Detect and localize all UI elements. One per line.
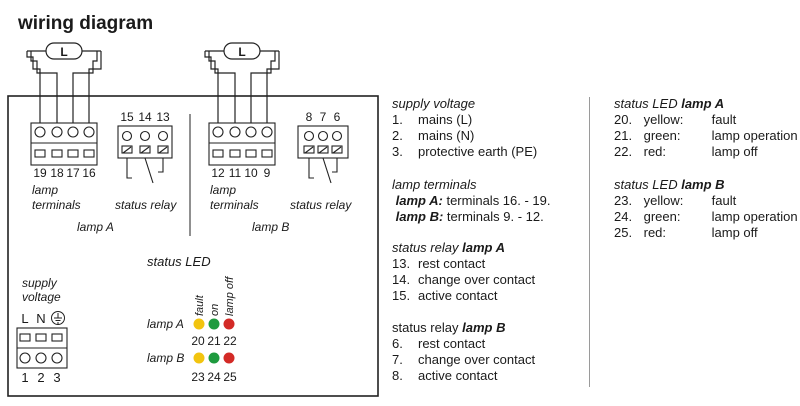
lamp-b-name: lamp B <box>252 220 289 234</box>
relay-14: 14 <box>138 110 152 124</box>
terminal-17: 17 <box>66 166 80 180</box>
led-21-green <box>208 318 220 330</box>
legend-heading: supply voltage <box>392 96 476 111</box>
led-number-25: 25 <box>223 370 237 384</box>
lamp-a-wiring <box>26 42 102 123</box>
terminal-10: 10 <box>244 166 258 180</box>
legend-heading: status relay lamp B <box>392 320 506 335</box>
legend-heading: status LED lamp B <box>614 177 725 192</box>
legend-item: 24. green:lamp operation <box>614 209 798 224</box>
led-number-24: 24 <box>207 370 221 384</box>
lamp-a-name: lamp A <box>77 220 114 234</box>
legend-item: 2.mains (N) <box>392 128 475 143</box>
lamp-b-status-relay-block <box>297 125 349 184</box>
legend-item: 8.active contact <box>392 368 498 383</box>
lamp-a-relay-caption: status relay <box>115 198 177 212</box>
lamp-b-wiring <box>204 42 280 123</box>
led-25-red <box>223 352 235 364</box>
led-row-b-label: lamp B <box>147 351 184 365</box>
legend-item: 20. yellow:fault <box>614 112 737 127</box>
lamp-b-terminals-caption-2: terminals <box>210 198 259 212</box>
supply-terminal-block <box>16 327 68 369</box>
led-number-20: 20 <box>191 334 205 348</box>
led-number-23: 23 <box>191 370 205 384</box>
legend-heading: lamp terminals <box>392 177 477 192</box>
legend-status-led-b: status LED lamp B 23. yellow:fault 24. g… <box>614 177 798 241</box>
supply-terminal-3: 3 <box>53 370 60 385</box>
led-column-fault: fault <box>194 294 206 316</box>
supply-caption-2: voltage <box>22 290 61 304</box>
terminal-18: 18 <box>50 166 64 180</box>
legend-heading: status relay lamp A <box>392 240 505 255</box>
led-24-green <box>208 352 220 364</box>
relay-7: 7 <box>320 110 327 124</box>
legend-item: 23. yellow:fault <box>614 193 737 208</box>
lamp-a-terminal-block <box>30 122 98 166</box>
legend-item: 14.change over contact <box>392 272 536 287</box>
lamp-a-symbol: L <box>60 45 67 59</box>
led-column-lamp-off: lamp off <box>224 276 236 316</box>
legend-item: lamp B: terminals 9. - 12. <box>395 209 544 224</box>
terminal-19: 19 <box>33 166 47 180</box>
legend-item: 25. red:lamp off <box>614 225 758 240</box>
terminal-9: 9 <box>264 166 271 180</box>
lamp-a-status-relay-block <box>117 125 173 184</box>
lamp-b-terminals-caption-1: lamp <box>210 183 236 197</box>
led-22-red <box>223 318 235 330</box>
legend-item: lamp A: terminals 16. - 19. <box>395 193 551 208</box>
relay-15: 15 <box>120 110 134 124</box>
supply-caption-1: supply <box>22 276 58 290</box>
legend-item: 22. red:lamp off <box>614 144 758 159</box>
legend-lamp-terminals: lamp terminals lamp A: terminals 16. - 1… <box>392 177 551 225</box>
legend-divider <box>589 97 590 387</box>
lamp-b-terminal-block <box>208 122 276 166</box>
led-row-a-label: lamp A <box>147 317 184 331</box>
relay-6: 6 <box>334 110 341 124</box>
legend-item: 3.protective earth (PE) <box>392 144 538 159</box>
legend-item: 1.mains (L) <box>392 112 473 127</box>
housing-outline <box>7 95 379 397</box>
supply-symbol-n: N <box>36 311 45 326</box>
lamp-b-symbol: L <box>238 45 245 59</box>
supply-terminal-2: 2 <box>37 370 44 385</box>
terminal-12: 12 <box>211 166 225 180</box>
legend-item: 13.rest contact <box>392 256 486 271</box>
legend-heading: status LED lamp A <box>614 96 725 111</box>
led-23-yellow <box>193 352 205 364</box>
legend-status-led-a: status LED lamp A 20. yellow:fault 21. g… <box>614 96 798 160</box>
terminal-16: 16 <box>82 166 96 180</box>
relay-8: 8 <box>306 110 313 124</box>
terminal-11: 11 <box>229 166 242 180</box>
led-number-21: 21 <box>207 334 221 348</box>
led-column-on: on <box>209 304 221 316</box>
lamp-a-terminals-caption-1: lamp <box>32 183 58 197</box>
legend-status-relay-b: status relay lamp B 6.rest contact 7.cha… <box>392 320 535 384</box>
supply-symbol-l: L <box>21 311 28 326</box>
status-led-title: status LED <box>147 254 211 269</box>
legend-status-relay-a: status relay lamp A 13.rest contact 14.c… <box>392 240 535 304</box>
led-number-22: 22 <box>223 334 237 348</box>
supply-terminal-1: 1 <box>21 370 28 385</box>
legend-item: 15.active contact <box>392 288 498 303</box>
page-title: wiring diagram <box>18 13 154 34</box>
lamp-b-relay-caption: status relay <box>290 198 352 212</box>
legend-item: 6.rest contact <box>392 336 486 351</box>
legend-item: 21. green:lamp operation <box>614 128 798 143</box>
led-20-yellow <box>193 318 205 330</box>
legend-supply-voltage: supply voltage 1.mains (L) 2.mains (N) 3… <box>392 96 537 160</box>
relay-13: 13 <box>156 110 170 124</box>
protective-earth-icon <box>51 311 65 325</box>
legend-item: 7.change over contact <box>392 352 536 367</box>
lamp-a-terminals-caption-2: terminals <box>32 198 81 212</box>
